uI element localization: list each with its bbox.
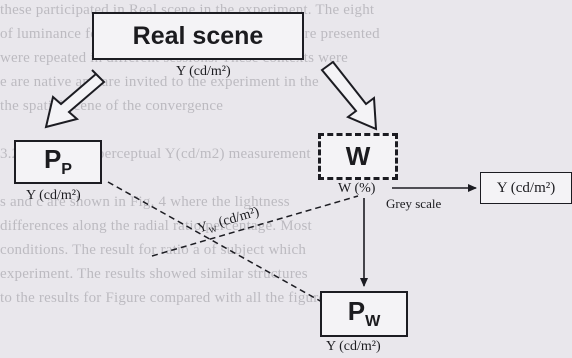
bg-text-line-11: experiment. The results showed similar s… xyxy=(0,266,308,282)
grey-scale-label: Grey scale xyxy=(386,196,442,211)
bg-text-line-10: conditions. The result for ratio a of su… xyxy=(0,242,307,258)
pp-label: PP xyxy=(44,144,72,179)
pp-sub: P xyxy=(61,160,73,179)
w-box: W xyxy=(318,133,398,180)
y-output-box: Y (cd/m²) xyxy=(480,172,572,204)
w-unit: W (%) xyxy=(338,181,376,196)
block-arrow-to-pp xyxy=(44,69,106,129)
real-scene-unit: Y (cd/m²) xyxy=(176,64,231,79)
block-arrow-to-w xyxy=(320,60,378,131)
pp-unit: Y (cd/m²) xyxy=(26,188,81,203)
pp-main: P xyxy=(43,144,62,175)
pp-box: PP xyxy=(14,140,102,184)
pw-box: PW xyxy=(320,291,408,337)
w-title: W xyxy=(345,141,371,171)
dashed-pp-to-pw xyxy=(107,181,323,303)
bg-text-line-4: e are native and are invited to the expe… xyxy=(0,74,319,90)
pw-main: P xyxy=(347,296,366,327)
pw-sub: W xyxy=(365,312,381,331)
pw-label: PW xyxy=(348,296,381,331)
y-output-title: Y (cd/m²) xyxy=(496,179,556,196)
pw-unit: Y (cd/m²) xyxy=(326,339,381,354)
dashed-yw-to-w xyxy=(151,195,359,257)
bg-text-line-9: differences along the radial ratio perce… xyxy=(0,218,312,234)
real-scene-title: Real scene xyxy=(132,21,264,50)
bg-text-line-12: to the results for Figure compared with … xyxy=(0,290,332,306)
real-scene-box: Real scene xyxy=(92,12,304,60)
